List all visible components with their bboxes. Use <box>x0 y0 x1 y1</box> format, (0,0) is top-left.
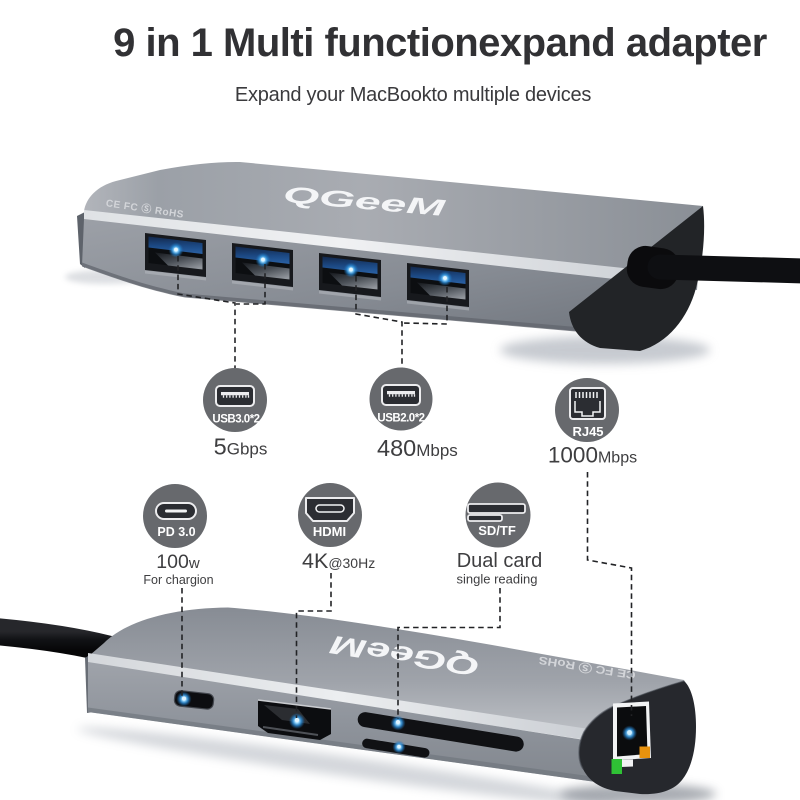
svg-text:5Gbps: 5Gbps <box>214 434 268 460</box>
svg-text:100w: 100w <box>156 551 200 573</box>
svg-text:Dual card: Dual card <box>457 550 543 572</box>
svg-text:SD/TF: SD/TF <box>478 523 516 538</box>
svg-text:4K@30Hz: 4K@30Hz <box>302 549 375 573</box>
svg-text:1000Mbps: 1000Mbps <box>548 443 637 468</box>
svg-text:For chargion: For chargion <box>143 573 213 587</box>
svg-text:RJ45: RJ45 <box>572 424 603 439</box>
svg-text:USB2.0*2: USB2.0*2 <box>377 413 424 425</box>
svg-text:USB3.0*2: USB3.0*2 <box>212 414 259 426</box>
svg-text:single reading: single reading <box>457 572 538 587</box>
svg-text:480Mbps: 480Mbps <box>377 435 458 461</box>
svg-text:PD 3.0: PD 3.0 <box>157 525 195 539</box>
svg-text:HDMI: HDMI <box>313 524 346 539</box>
svg-text:9 in 1 Multi functionexpand ad: 9 in 1 Multi functionexpand adapter <box>113 21 767 65</box>
svg-text:Expand your MacBookto multiple: Expand your MacBookto multiple devices <box>235 84 591 106</box>
